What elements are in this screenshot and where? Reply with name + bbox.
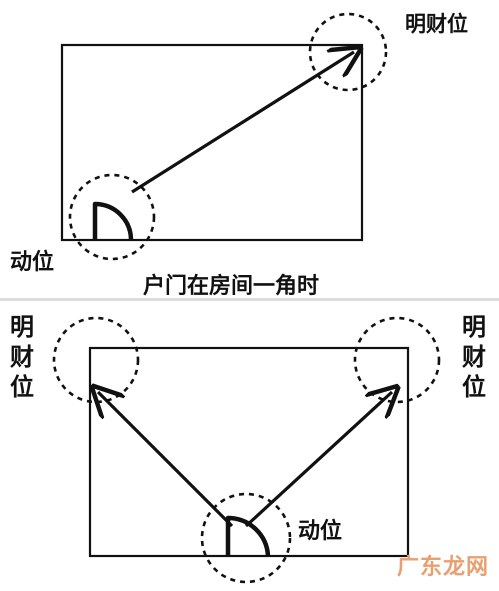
- caption: 户门在房间一角时: [143, 274, 320, 299]
- arrow-to-right-wealth-position: [244, 392, 392, 528]
- wealth-position-label-left: 明 财 位: [10, 312, 34, 402]
- diagram-bottom-center-door: 明 财 位 明 财 位 动位: [0, 300, 499, 591]
- room-outline: [88, 346, 410, 558]
- wealth-position-label-right: 明 财 位: [462, 312, 486, 402]
- bottom-diagram-drawing: [52, 316, 441, 584]
- wealth-position-circle-left: [52, 316, 140, 404]
- door-swing-symbol: [92, 201, 134, 241]
- moving-position-circle: [68, 173, 156, 261]
- label-char: 位: [10, 373, 34, 401]
- wealth-position-circle: [308, 12, 388, 92]
- arrow-to-left-wealth-position: [98, 392, 234, 528]
- top-diagram-drawing: [60, 12, 388, 261]
- moving-position-circle: [200, 492, 292, 584]
- wealth-position-label: 明财位: [405, 12, 468, 36]
- label-char: 位: [462, 373, 486, 401]
- watermark: 广东龙网: [396, 555, 489, 580]
- label-char: 财: [10, 343, 34, 371]
- moving-position-label: 动位: [10, 250, 55, 275]
- arrow-to-wealth-position: [131, 52, 354, 194]
- label-char: 明: [462, 313, 486, 341]
- wealth-position-circle-right: [353, 316, 441, 404]
- diagram-top-corner-door: 明财位 动位 户门在房间一角时: [10, 12, 468, 299]
- panel-divider: [0, 298, 499, 301]
- room-outline: [60, 43, 364, 242]
- label-char: 财: [462, 343, 486, 371]
- label-char: 明: [10, 313, 34, 341]
- moving-position-label: 动位: [298, 519, 343, 544]
- door-swing-symbol: [225, 515, 271, 557]
